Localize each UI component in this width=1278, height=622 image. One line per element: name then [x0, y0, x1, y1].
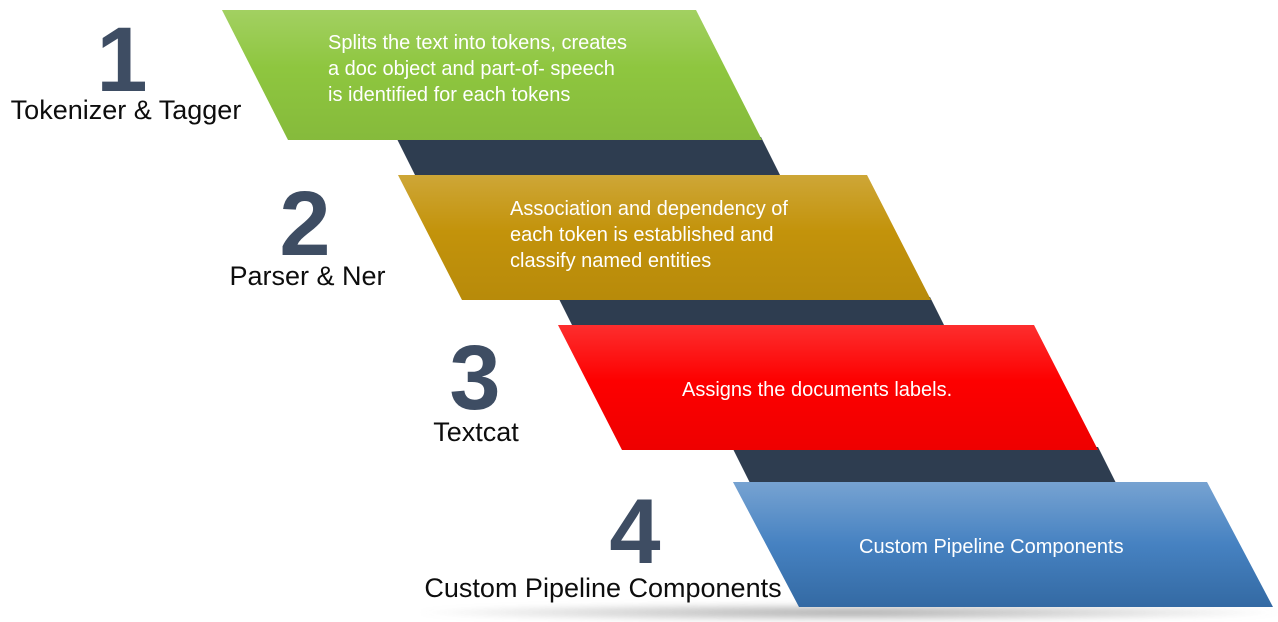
step-2-shape: Association and dependency of each token…	[398, 175, 931, 300]
ground-shadow	[420, 603, 1278, 622]
description-line: Association and dependency of	[510, 198, 788, 220]
step-4-description: Custom Pipeline Components	[859, 534, 1124, 560]
connector-shadow-1	[396, 137, 782, 179]
description-line: Splits the text into tokens, creates	[328, 32, 628, 54]
step-4-label: Custom Pipeline Components	[424, 573, 782, 603]
step-4-shape: Custom Pipeline Components	[733, 482, 1273, 607]
step-2-number: 2	[279, 173, 331, 275]
description-line: is identified for each tokens	[328, 84, 571, 106]
description-line: classify named entities	[510, 250, 712, 272]
description-line: Assigns the documents labels.	[682, 379, 953, 401]
step-3-shape: Assigns the documents labels.	[558, 325, 1098, 450]
step-1-label: Tokenizer & Tagger	[10, 95, 242, 125]
step-1-shape: Splits the text into tokens, creates a d…	[222, 10, 762, 140]
description-line: Custom Pipeline Components	[859, 536, 1124, 558]
step-1-number: 1	[96, 9, 148, 111]
step-2-label: Parser & Ner	[229, 261, 386, 291]
step-4-number: 4	[609, 481, 661, 583]
description-line: each token is established and	[510, 224, 774, 246]
step-3-number: 3	[449, 327, 501, 429]
step-2-description: Association and dependency of each token…	[510, 196, 788, 274]
step-3-label: Textcat	[433, 417, 519, 447]
description-line: a doc object and part-of- speech	[328, 58, 615, 80]
step-3-description: Assigns the documents labels.	[682, 377, 952, 403]
step-1-description: Splits the text into tokens, creates a d…	[328, 30, 627, 108]
connector-shadow-3	[732, 447, 1118, 487]
